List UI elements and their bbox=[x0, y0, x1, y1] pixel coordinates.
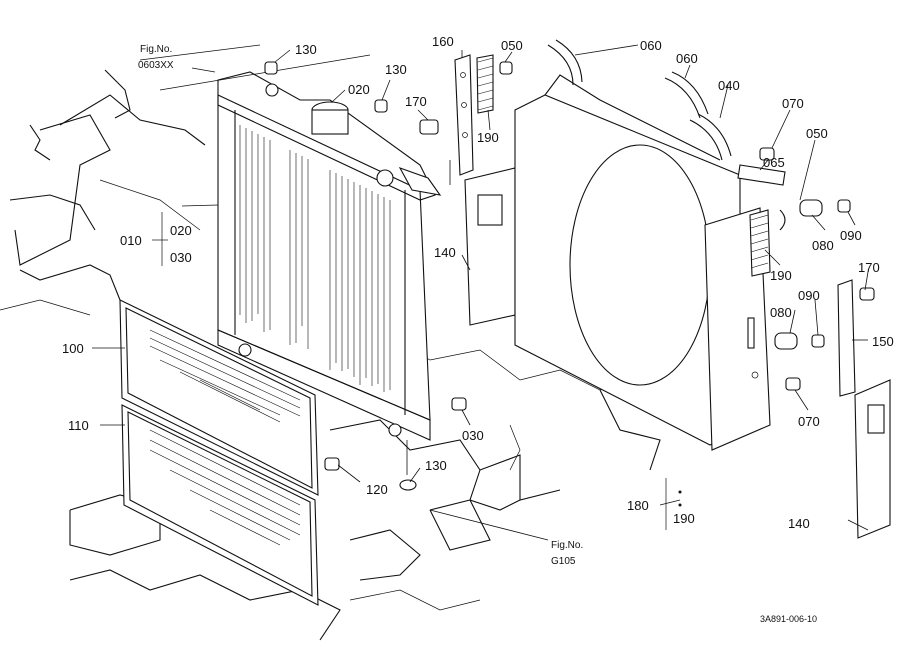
callout-060-a: 060 bbox=[640, 38, 662, 53]
bracket-150 bbox=[837, 279, 856, 397]
callout-070-top: 070 bbox=[782, 96, 804, 111]
figure-ref-top-code: 0603XX bbox=[138, 60, 174, 71]
callout-050-right: 050 bbox=[806, 126, 828, 141]
hose-040 bbox=[689, 113, 732, 161]
callout-020: 020 bbox=[348, 82, 370, 97]
callout-160: 160 bbox=[432, 34, 454, 49]
seal-190-top bbox=[476, 54, 494, 114]
figure-ref-bottom: Fig.No. G105 bbox=[551, 540, 583, 567]
seal-190-right bbox=[749, 209, 771, 277]
callout-180: 180 bbox=[627, 498, 649, 513]
radiator-group-callout: 010 020 030 bbox=[120, 212, 192, 266]
screen-110 bbox=[121, 404, 319, 606]
figure-ref-top: Fig.No. 0603XX bbox=[138, 44, 174, 71]
callout-060-b: 060 bbox=[676, 51, 698, 66]
side-baffle-140-left bbox=[464, 167, 516, 326]
drawing-id: 3A891-006-10 bbox=[760, 614, 817, 624]
callout-090-a: 090 bbox=[840, 228, 862, 243]
callout-130-bot: 130 bbox=[425, 458, 447, 473]
callout-080-a: 080 bbox=[812, 238, 834, 253]
callout-140-left: 140 bbox=[434, 245, 456, 260]
callout-130-top: 130 bbox=[295, 42, 317, 57]
callout-020-group: 020 bbox=[170, 223, 192, 238]
leader-lines bbox=[92, 44, 869, 541]
callout-010: 010 bbox=[120, 233, 142, 248]
callout-170-left: 170 bbox=[405, 94, 427, 109]
callout-080-b: 080 bbox=[770, 305, 792, 320]
small-parts bbox=[264, 61, 875, 491]
callout-110: 110 bbox=[68, 418, 89, 433]
callout-190-b: 190 bbox=[770, 268, 792, 283]
callout-065: 065 bbox=[763, 155, 785, 170]
callout-040: 040 bbox=[718, 78, 740, 93]
dot-marker bbox=[678, 490, 682, 494]
side-baffle-140-right bbox=[854, 379, 891, 539]
dot-marker bbox=[678, 503, 682, 507]
callout-090-b: 090 bbox=[798, 288, 820, 303]
hose-060-b bbox=[664, 71, 709, 119]
radiator bbox=[217, 71, 442, 441]
hose-060-a bbox=[547, 39, 583, 86]
callout-labels: 130 130 020 170 160 050 060 060 040 070 … bbox=[62, 34, 894, 531]
callout-170-right: 170 bbox=[858, 260, 880, 275]
callout-030: 030 bbox=[462, 428, 484, 443]
callout-140-right: 140 bbox=[788, 516, 810, 531]
figure-ref-bottom-caption: Fig.No. bbox=[551, 540, 583, 551]
callout-150: 150 bbox=[872, 334, 894, 349]
screen-100 bbox=[119, 299, 319, 496]
chassis-frame-left bbox=[0, 44, 371, 316]
figure-ref-bottom-code: G105 bbox=[551, 556, 576, 567]
callout-070-bot: 070 bbox=[798, 414, 820, 429]
callout-130-mid: 130 bbox=[385, 62, 407, 77]
figure-ref-top-caption: Fig.No. bbox=[140, 44, 172, 55]
radiator-core-fins bbox=[239, 125, 391, 392]
callout-120: 120 bbox=[366, 482, 388, 497]
callout-100: 100 bbox=[62, 341, 84, 356]
chassis-frame-bottom bbox=[69, 329, 701, 641]
callout-190-c: 190 bbox=[673, 511, 695, 526]
callout-030-group: 030 bbox=[170, 250, 192, 265]
callout-050-top: 050 bbox=[501, 38, 523, 53]
bracket-160 bbox=[454, 54, 474, 176]
callout-190-a: 190 bbox=[477, 130, 499, 145]
fan-shroud bbox=[514, 74, 771, 451]
